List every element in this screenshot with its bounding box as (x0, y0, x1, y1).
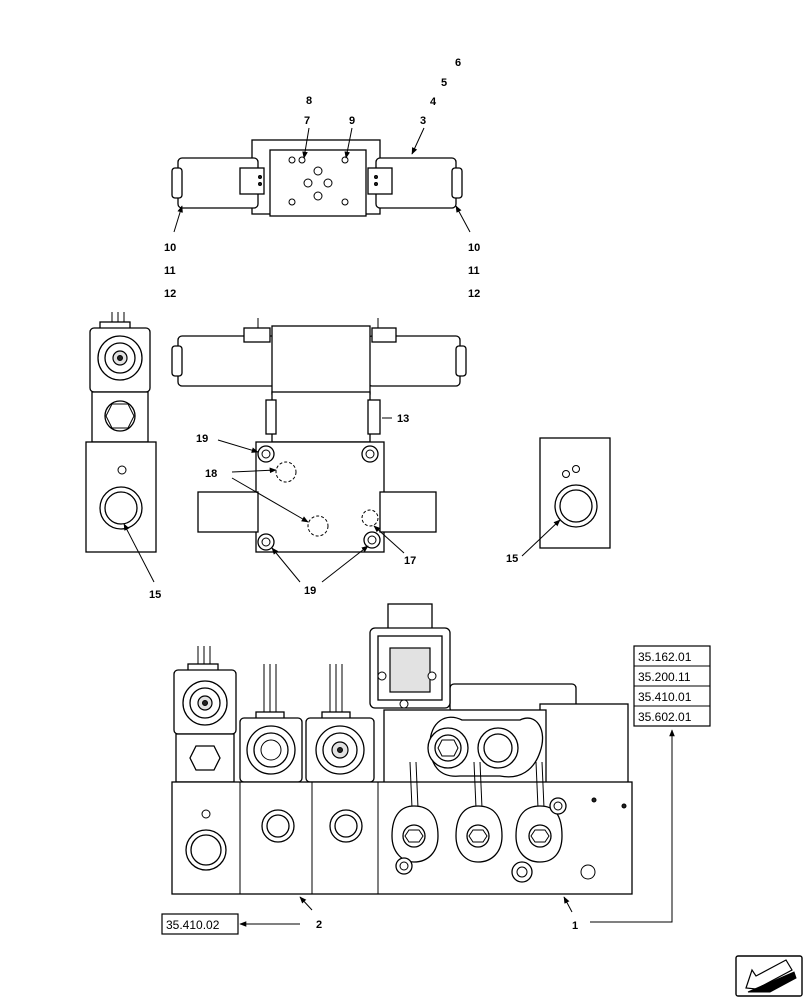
callout-4: 4 (430, 96, 437, 108)
arrow-back-icon[interactable] (735, 955, 803, 997)
directional-valve-front-view (171, 318, 467, 553)
reference-links-group[interactable]: 35.162.01 35.200.11 35.410.01 35.602.01 (633, 645, 711, 727)
valve-side-view-right (539, 437, 611, 549)
callout-3: 3 (420, 115, 426, 127)
callout-11-left: 11 (164, 265, 176, 277)
callout-6: 6 (455, 57, 461, 69)
callout-9: 9 (349, 115, 355, 127)
callout-5: 5 (441, 77, 447, 89)
callout-19-bottom: 19 (304, 585, 316, 597)
ref-link-35-410-02[interactable]: 35.410.02 (166, 918, 220, 932)
valve-bank-assembly (171, 603, 633, 895)
ref-link-35-602-01[interactable]: 35.602.01 (638, 710, 692, 724)
callout-12-left: 12 (164, 288, 176, 300)
callout-13: 13 (397, 413, 409, 425)
callout-11-right: 11 (468, 265, 480, 277)
callout-8: 8 (306, 95, 312, 107)
valve-side-view-left (85, 312, 157, 553)
ref-link-35-410-01[interactable]: 35.410.01 (638, 690, 692, 704)
callout-17: 17 (404, 555, 416, 567)
ref-link-35-162-01[interactable]: 35.162.01 (638, 650, 692, 664)
callout-18: 18 (205, 468, 217, 480)
reference-link-35-410-02-box[interactable]: 35.410.02 (161, 913, 239, 935)
callout-19-top: 19 (196, 433, 208, 445)
callout-1: 1 (572, 920, 578, 932)
ref-link-35-200-11[interactable]: 35.200.11 (638, 670, 691, 684)
callout-15-left: 15 (149, 589, 161, 601)
callout-10-right: 10 (468, 242, 480, 254)
callout-10-left: 10 (164, 242, 176, 254)
directional-valve-top-view (171, 139, 463, 217)
callout-7: 7 (304, 115, 310, 127)
callout-2: 2 (316, 919, 322, 931)
callout-12-right: 12 (468, 288, 480, 300)
callout-15-right: 15 (506, 553, 518, 565)
